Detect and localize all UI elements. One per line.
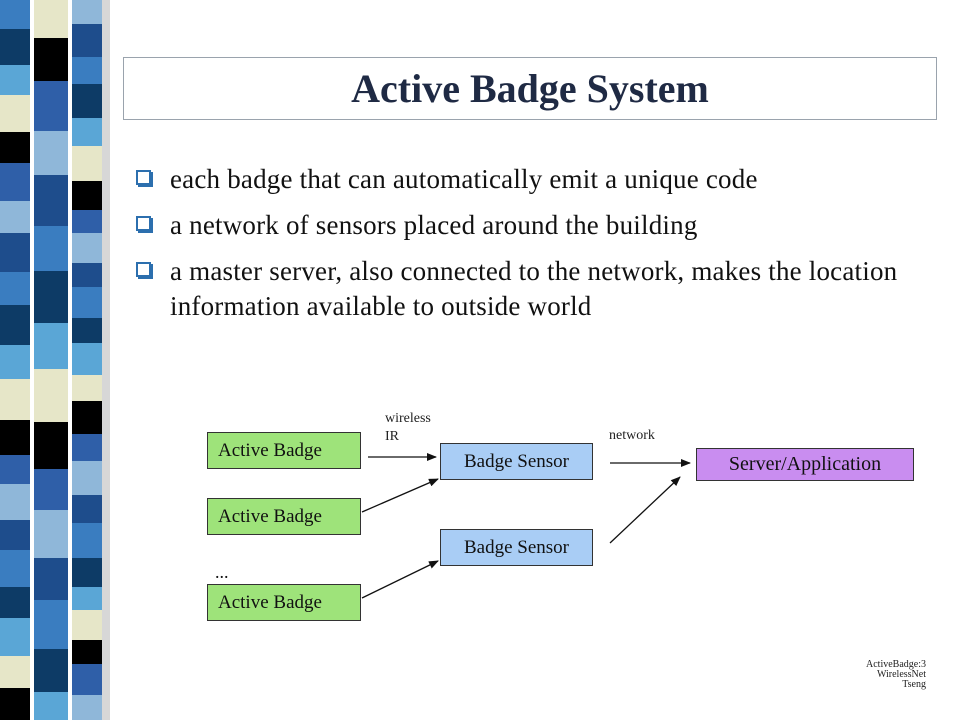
stripe-block xyxy=(0,233,30,272)
stripe-block xyxy=(0,587,30,618)
stripe-block xyxy=(72,57,102,84)
bullet-item: a master server, also connected to the n… xyxy=(136,254,916,324)
slide-title: Active Badge System xyxy=(351,66,709,111)
stripe-block xyxy=(0,688,30,720)
stripe-block xyxy=(72,318,102,343)
stripe-block xyxy=(34,175,68,226)
decorative-side-stripe xyxy=(0,0,110,720)
stripe-block xyxy=(72,587,102,610)
stripe-block xyxy=(34,38,68,81)
active-badge-node-1: Active Badge xyxy=(207,432,361,469)
stripe-block xyxy=(34,226,68,271)
stripe-block xyxy=(72,0,102,24)
ellipsis-label: ... xyxy=(215,562,229,582)
stripe-block xyxy=(72,664,102,695)
stripe-block xyxy=(72,210,102,233)
stripe-block xyxy=(0,618,30,656)
stripe-block xyxy=(0,132,30,163)
stripe-block xyxy=(34,422,68,469)
bullet-list: each badge that can automatically emit a… xyxy=(136,162,916,335)
stripe-block xyxy=(0,95,30,132)
stripe-block xyxy=(34,558,68,600)
footer-line-3: Tseng xyxy=(902,679,926,690)
stripe-block xyxy=(34,0,68,38)
bullet-text: each badge that can automatically emit a… xyxy=(170,164,758,194)
stripe-block xyxy=(0,455,30,484)
badge-sensor-node-1: Badge Sensor xyxy=(440,443,593,480)
stripe-edge xyxy=(102,0,110,720)
stripe-block xyxy=(0,65,30,95)
stripe-block xyxy=(34,649,68,692)
stripe-block xyxy=(0,29,30,65)
stripe-block xyxy=(0,0,30,29)
bullet-text: a master server, also connected to the n… xyxy=(170,256,898,321)
stripe-block xyxy=(72,24,102,57)
arrow-badge2-to-sensor1 xyxy=(361,478,439,513)
slide-footer: ActiveBadge:3 WirelessNet Tseng xyxy=(866,660,926,690)
stripe-block xyxy=(72,461,102,495)
stripe-block xyxy=(72,287,102,318)
stripe-block xyxy=(72,84,102,118)
stripe-block xyxy=(72,233,102,263)
active-badge-node-2: Active Badge xyxy=(207,498,361,535)
stripe-block xyxy=(72,146,102,181)
stripe-block xyxy=(34,81,68,131)
footer-line-2: WirelessNet xyxy=(876,669,926,680)
title-box: Active Badge System xyxy=(123,57,937,120)
stripe-block xyxy=(72,523,102,558)
stripe-block xyxy=(34,692,68,720)
server-application-node: Server/Application xyxy=(696,448,914,481)
stripe-block xyxy=(34,131,68,175)
bullet-item: each badge that can automatically emit a… xyxy=(136,162,916,197)
stripe-block xyxy=(72,695,102,720)
stripe-block xyxy=(72,181,102,210)
active-badge-node-3: Active Badge xyxy=(207,584,361,621)
stripe-block xyxy=(0,345,30,379)
checkbox-bullet-icon xyxy=(136,262,151,277)
stripe-block xyxy=(72,118,102,146)
bullet-item: a network of sensors placed around the b… xyxy=(136,208,916,243)
footer-line-1: ActiveBadge:3 xyxy=(866,659,926,670)
badge-sensor-node-2: Badge Sensor xyxy=(440,529,593,566)
ir-label: IR xyxy=(385,429,399,444)
stripe-block xyxy=(0,656,30,688)
stripe-block xyxy=(72,610,102,640)
stripe-block xyxy=(0,379,30,420)
stripe-block xyxy=(72,495,102,523)
network-label: network xyxy=(609,428,655,443)
stripe-block xyxy=(34,469,68,510)
stripe-block xyxy=(0,550,30,587)
stripe-block xyxy=(0,305,30,345)
stripe-block xyxy=(34,600,68,649)
stripe-block xyxy=(0,484,30,520)
stripe-block xyxy=(72,263,102,287)
stripe-block xyxy=(0,520,30,550)
stripe-block xyxy=(72,375,102,401)
stripe-block xyxy=(34,271,68,323)
checkbox-bullet-icon xyxy=(136,170,151,185)
stripe-block xyxy=(72,640,102,664)
stripe-block xyxy=(72,401,102,434)
stripe-block xyxy=(34,369,68,422)
wireless-label: wireless xyxy=(385,411,431,426)
stripe-block xyxy=(0,272,30,305)
stripe-block xyxy=(0,420,30,455)
arrow-sensor2-to-server xyxy=(609,476,681,544)
stripe-block xyxy=(72,434,102,461)
stripe-block xyxy=(72,558,102,587)
bullet-text: a network of sensors placed around the b… xyxy=(170,210,698,240)
stripe-block xyxy=(34,510,68,558)
checkbox-bullet-icon xyxy=(136,216,151,231)
stripe-block xyxy=(72,343,102,375)
arrow-badge3-to-sensor2 xyxy=(361,560,439,599)
stripe-block xyxy=(0,163,30,201)
stripe-block xyxy=(0,201,30,233)
stripe-block xyxy=(34,323,68,369)
